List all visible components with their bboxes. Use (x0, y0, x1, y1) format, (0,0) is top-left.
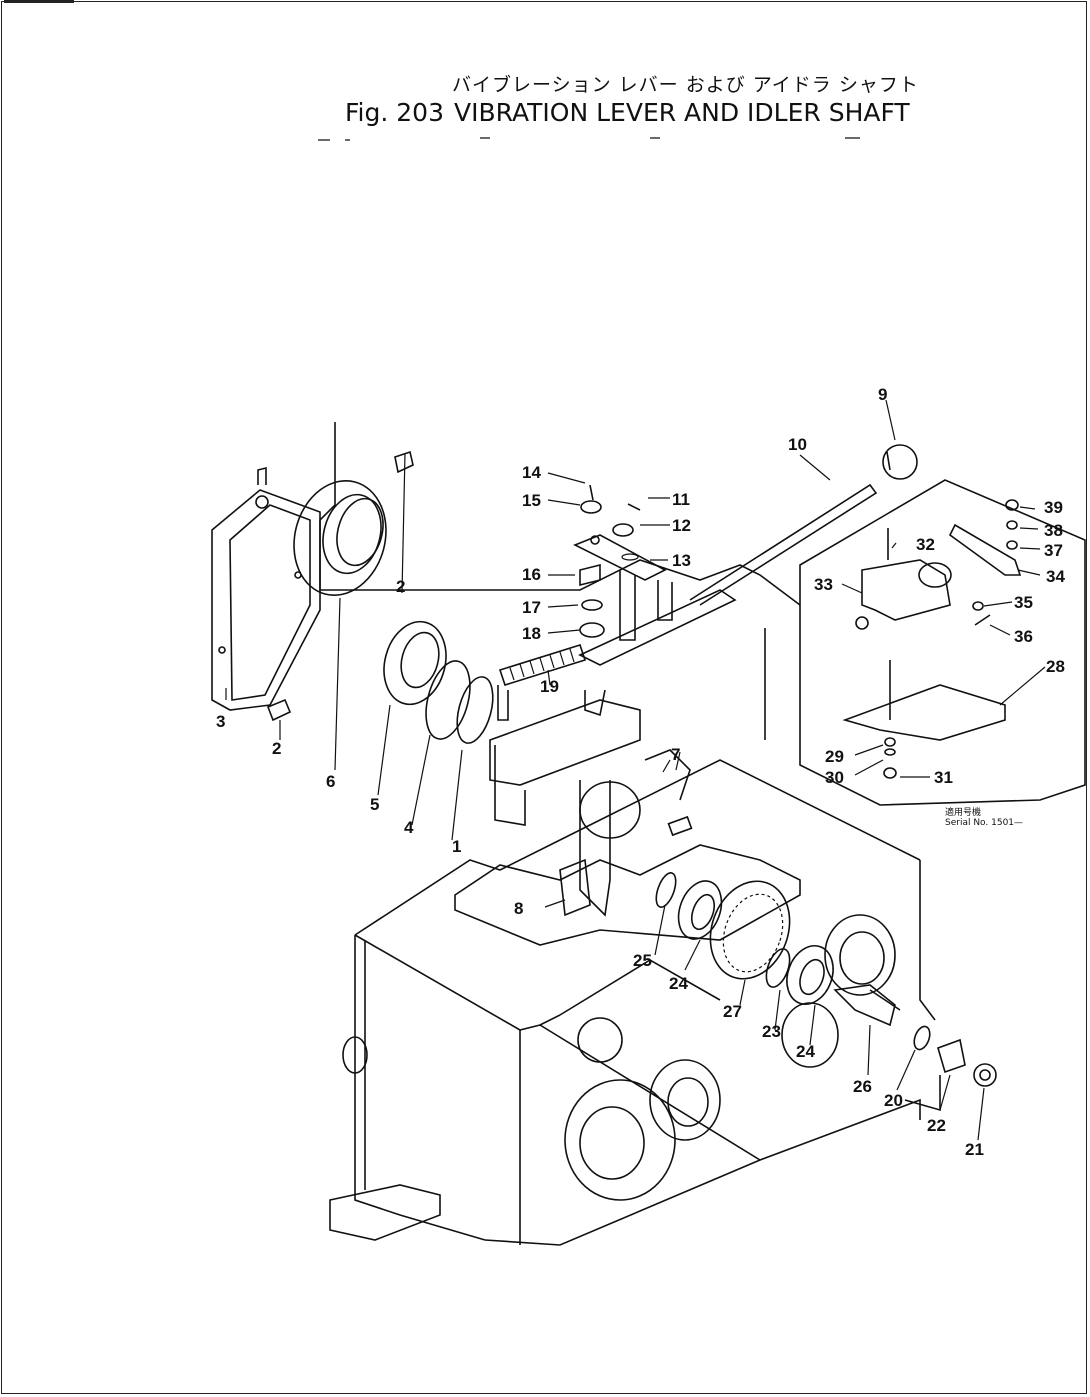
callout-31: 31 (934, 768, 953, 787)
callout-27: 27 (723, 1002, 742, 1021)
callout-19: 19 (540, 677, 559, 696)
washer-15 (580, 500, 602, 514)
inset-panel (799, 479, 1086, 806)
cotter-pin-11 (627, 503, 641, 511)
washer-18 (579, 622, 605, 638)
callout-23: 23 (762, 1022, 781, 1041)
title-japanese: バイブレーション レバー および アイドラ シャフト (452, 74, 919, 96)
callout-9: 9 (878, 385, 887, 404)
callout-1: 1 (452, 837, 461, 856)
snap-ring-17 (581, 599, 603, 611)
callout-39: 39 (1044, 498, 1063, 517)
nut-16 (579, 563, 601, 587)
callout-36: 36 (1014, 627, 1033, 646)
knob (882, 444, 918, 480)
cover-plate (211, 466, 321, 711)
cotter-pin-14 (589, 484, 594, 501)
callout-11: 11 (672, 490, 690, 509)
oil-seal (383, 620, 447, 706)
figure-number: Fig. 203 (345, 98, 444, 127)
callout-8: 8 (514, 899, 523, 918)
callout-6: 6 (326, 772, 335, 791)
callout-24-lower: 24 (796, 1042, 815, 1061)
callout-32: 32 (916, 535, 935, 554)
callout-labels: 1 2 2 3 4 5 6 7 8 9 10 11 12 13 14 15 16… (216, 385, 1065, 1159)
plug-lower (266, 698, 292, 722)
callout-17: 17 (522, 598, 541, 617)
callout-34: 34 (1046, 567, 1065, 586)
plug-upper (394, 450, 414, 474)
callout-29: 29 (825, 747, 844, 766)
spring-19 (498, 644, 587, 686)
callout-30: 30 (825, 768, 844, 787)
bearing-cover (293, 479, 387, 597)
frame-tab (4, 0, 74, 3)
callout-22: 22 (927, 1116, 946, 1135)
callout-15: 15 (522, 491, 541, 510)
callout-13: 13 (672, 551, 691, 570)
callout-7: 7 (671, 745, 680, 764)
serial-note-english: Serial No. 1501— (945, 818, 1024, 828)
callout-33: 33 (814, 575, 833, 594)
callout-16: 16 (522, 565, 541, 584)
idler-gear-assembly (655, 872, 997, 1112)
callout-26: 26 (853, 1077, 872, 1096)
callout-18: 18 (522, 624, 541, 643)
callout-10: 10 (788, 435, 807, 454)
figure-title: Fig. 203 VIBRATION LEVER AND IDLER SHAFT (345, 98, 910, 127)
callout-28: 28 (1046, 657, 1065, 676)
callout-5: 5 (370, 795, 379, 814)
callout-37: 37 (1044, 541, 1063, 560)
callout-20: 20 (884, 1091, 903, 1110)
serial-note-japanese: 適用号機 (945, 808, 982, 818)
callout-21: 21 (965, 1140, 984, 1159)
callout-25: 25 (633, 951, 652, 970)
callout-4: 4 (404, 818, 414, 837)
callout-35: 35 (1014, 593, 1033, 612)
snap-ring-4 (425, 660, 471, 740)
callout-24-upper: 24 (669, 974, 688, 993)
callout-14: 14 (522, 463, 541, 482)
callout-38: 38 (1044, 521, 1063, 540)
callout-3: 3 (216, 712, 225, 731)
callout-2-upper: 2 (396, 577, 405, 596)
snap-ring-1 (456, 676, 494, 744)
transmission-housing (319, 422, 936, 1246)
callout-12: 12 (672, 516, 691, 535)
callout-2-lower: 2 (272, 739, 281, 758)
vibration-lever (497, 483, 878, 721)
title-underline-marks (318, 137, 860, 141)
serial-note: 適用号機 Serial No. 1501— (945, 808, 1023, 828)
lever-plate (573, 534, 667, 581)
figure-title-text: VIBRATION LEVER AND IDLER SHAFT (454, 98, 910, 127)
washer-12 (612, 523, 634, 537)
leader-lines (225, 399, 1046, 1141)
